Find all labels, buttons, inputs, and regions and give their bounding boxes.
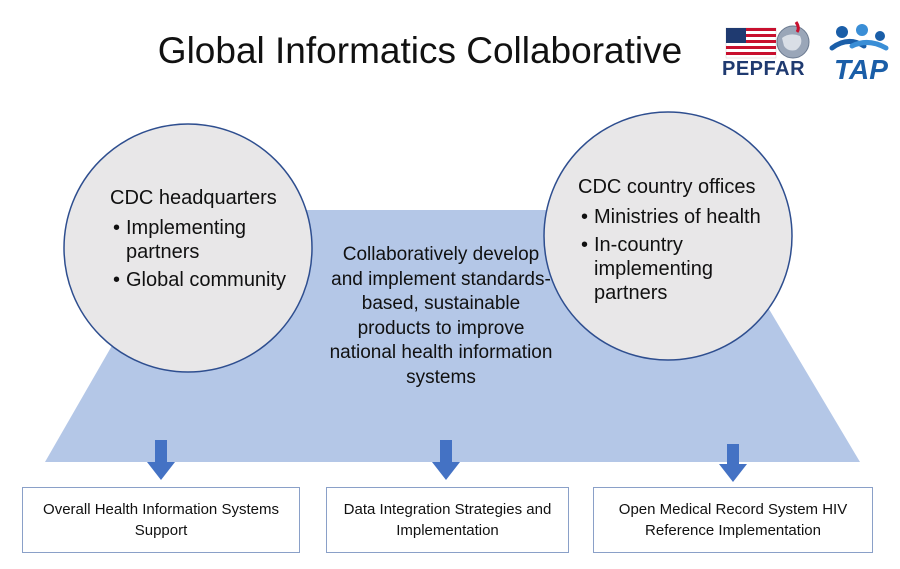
center-mission-text: Collaboratively develop and implement st… [329,244,553,388]
left-circle-content: CDC headquarters Implementing partners G… [110,186,310,296]
pepfar-logo: PEPFAR [722,58,806,80]
globe-icon [776,21,810,59]
right-circle-item: In-country implementing partners [581,233,768,305]
output-box-health-info-systems: Overall Health Information Systems Suppo… [22,487,300,553]
tap-figures-icon [829,24,889,51]
right-circle-heading: CDC country offices [578,176,756,198]
arrow-down-icon [719,444,747,482]
output-box-label: Data Integration Strategies and Implemen… [343,501,552,539]
left-circle-heading: CDC headquarters [110,187,277,209]
tap-logo: TAP [834,54,888,85]
right-circle-content: CDC country offices Ministries of health… [578,175,768,309]
arrow-down-icon [147,440,175,480]
us-flag-icon [725,27,777,59]
right-circle-list: Ministries of health In-country implemen… [578,205,768,305]
right-circle-item: Ministries of health [581,205,768,229]
arrow-down-icon [432,440,460,480]
page-title: Global Informatics Collaborative [157,30,683,71]
output-box-label: Overall Health Information Systems Suppo… [43,501,279,539]
left-circle-item: Implementing partners [113,216,310,264]
output-box-data-integration: Data Integration Strategies and Implemen… [326,487,569,553]
left-circle-item: Global community [113,268,310,292]
output-box-label: Open Medical Record System HIV Reference… [618,501,848,539]
left-circle-list: Implementing partners Global community [110,216,310,292]
output-box-openmrs-hiv: Open Medical Record System HIV Reference… [593,487,873,553]
